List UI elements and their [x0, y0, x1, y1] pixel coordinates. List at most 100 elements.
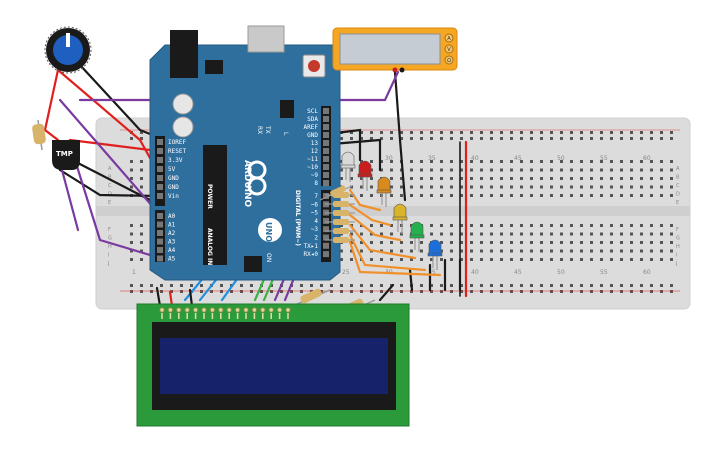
digital-pin-label: 12: [311, 148, 319, 155]
header-pin: [323, 172, 329, 178]
on-label: ON: [265, 253, 272, 262]
breadboard-hole: [660, 168, 663, 172]
breadboard-hole: [640, 131, 643, 134]
breadboard-hole: [440, 284, 443, 287]
arduino-logo-icon: [247, 160, 267, 196]
breadboard-hole: [500, 258, 503, 261]
multimeter-mode-button[interactable]: [444, 44, 454, 54]
breadboard-hole: [590, 131, 593, 134]
arduino-brand: ARDUINO: [242, 160, 252, 208]
multimeter-mode-button[interactable]: [444, 55, 454, 65]
breadboard-hole: [470, 177, 473, 180]
atmega-chip: [203, 145, 227, 265]
breadboard-column-number: 50: [557, 269, 565, 276]
breadboard-hole: [600, 232, 603, 236]
breadboard-hole: [650, 168, 653, 172]
breadboard-hole: [480, 284, 483, 287]
tx-label: TX: [264, 125, 271, 134]
breadboard-hole: [600, 241, 603, 244]
breadboard-hole: [640, 160, 643, 163]
breadboard-hole: [640, 137, 643, 140]
breadboard-hole: [630, 284, 633, 287]
potentiometer[interactable]: [44, 26, 92, 74]
breadboard-hole: [440, 185, 443, 189]
breadboard-hole: [420, 249, 423, 253]
breadboard-hole: [440, 131, 443, 134]
breadboard-hole: [410, 185, 413, 189]
breadboard-hole: [660, 224, 663, 227]
breadboard-hole: [130, 241, 133, 244]
breadboard-hole: [480, 241, 483, 244]
reset-button[interactable]: [308, 60, 320, 72]
breadboard-hole: [560, 284, 563, 287]
breadboard-hole: [670, 137, 673, 140]
lcd-pin: [184, 307, 190, 313]
uno-logo: UNO: [258, 218, 282, 242]
breadboard-hole: [660, 249, 663, 253]
breadboard-hole: [450, 160, 453, 163]
breadboard-hole: [340, 160, 343, 163]
breadboard-hole: [140, 241, 143, 244]
breadboard-hole: [550, 185, 553, 189]
digital-pin-label: ~11: [307, 156, 318, 163]
breadboard-hole: [510, 258, 513, 261]
rx-label: RX: [256, 126, 263, 134]
breadboard-hole: [540, 249, 543, 253]
multimeter-mode-button[interactable]: [444, 33, 454, 43]
breadboard-hole: [400, 241, 403, 244]
breadboard-hole: [130, 177, 133, 180]
power-pin-label: 3.3V: [168, 157, 183, 164]
breadboard-hole: [530, 160, 533, 163]
breadboard-hole: [310, 284, 313, 287]
breadboard-hole: [440, 249, 443, 253]
led-green: [409, 221, 425, 252]
breadboard-hole: [450, 168, 453, 172]
breadboard-hole: [520, 284, 523, 287]
breadboard-hole: [510, 168, 513, 172]
breadboard-hole: [560, 137, 563, 140]
breadboard-hole: [370, 258, 373, 261]
breadboard-hole: [520, 177, 523, 180]
breadboard-hole: [550, 168, 553, 172]
resistor: [330, 185, 346, 197]
breadboard-hole: [410, 194, 413, 197]
breadboard-hole: [420, 168, 423, 172]
breadboard-hole: [670, 177, 673, 180]
breadboard-hole: [640, 185, 643, 189]
breadboard-hole: [470, 224, 473, 227]
multimeter-mode-label: V: [447, 47, 451, 53]
breadboard-row-letter: J: [107, 261, 109, 267]
breadboard-hole: [640, 177, 643, 180]
breadboard-hole: [450, 194, 453, 197]
header-pin: [157, 184, 163, 190]
breadboard-hole: [570, 224, 573, 227]
breadboard-hole: [610, 185, 613, 189]
breadboard-column-number: 40: [471, 155, 479, 162]
breadboard-hole: [400, 185, 403, 189]
breadboard-hole: [450, 284, 453, 287]
breadboard-hole: [510, 131, 513, 134]
breadboard-hole: [350, 258, 353, 261]
header-pin: [157, 221, 163, 228]
breadboard-hole: [490, 168, 493, 172]
breadboard-hole: [130, 224, 133, 227]
breadboard-hole: [470, 232, 473, 236]
led-red: [357, 160, 373, 191]
lcd-screen: [160, 338, 388, 394]
breadboard-hole: [500, 232, 503, 236]
breadboard-hole: [660, 177, 663, 180]
breadboard-hole: [510, 249, 513, 253]
breadboard-hole: [340, 258, 343, 261]
breadboard-hole: [500, 194, 503, 197]
breadboard-hole: [140, 284, 143, 287]
breadboard-hole: [500, 185, 503, 189]
breadboard-hole: [390, 224, 393, 227]
breadboard-row-letter: H: [108, 244, 112, 250]
breadboard-hole: [380, 131, 383, 134]
breadboard-hole: [390, 137, 393, 140]
breadboard-hole: [660, 194, 663, 197]
breadboard-hole: [500, 241, 503, 244]
breadboard-hole: [340, 137, 343, 140]
breadboard-hole: [660, 137, 663, 140]
breadboard-hole: [610, 194, 613, 197]
